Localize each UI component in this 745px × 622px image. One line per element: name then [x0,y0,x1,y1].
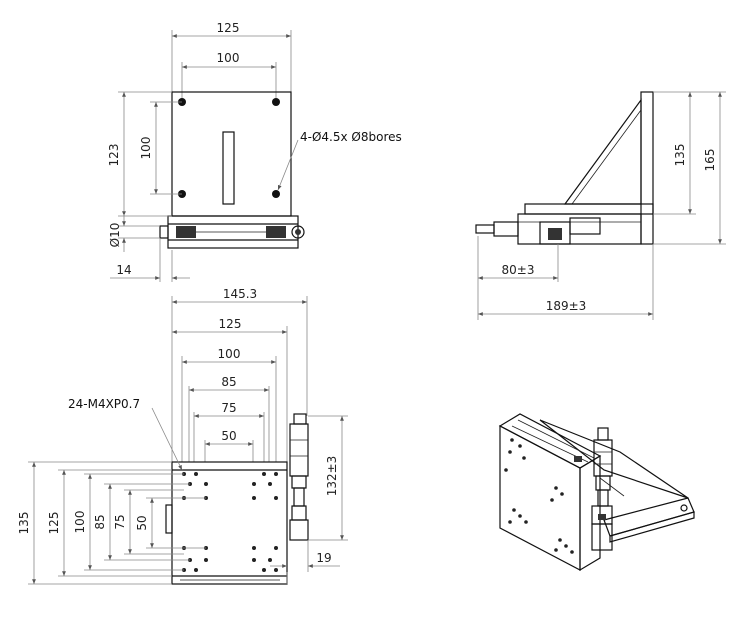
front-dim-125-vertical: 125 [47,512,61,535]
tapped-holes [182,472,278,572]
front-dim-50-vertical: 50 [135,515,149,530]
top-dim-100-vertical: 100 [139,137,153,160]
side-dim-189: 189±3 [546,299,587,313]
isometric-view [498,413,695,572]
front-dim-125: 125 [219,317,242,331]
front-dim-135-vertical: 135 [17,512,31,535]
side-dim-135: 135 [673,144,687,167]
side-dim-80: 80±3 [502,263,535,277]
side-view: 135 165 80±3 189±3 [475,91,726,320]
front-dim-85-vertical: 85 [93,514,107,529]
top-dim-14: 14 [116,263,131,277]
front-dim-50: 50 [221,429,236,443]
rail-block [176,226,196,238]
front-dim-85: 85 [221,375,236,389]
front-view: 145.3 125 100 85 75 50 [17,287,348,585]
side-dim-165: 165 [703,149,717,172]
top-view: 125 100 123 100 [107,21,402,282]
front-dim-75-vertical: 75 [113,514,127,529]
top-dim-125: 125 [217,21,240,35]
tapped-holes-note: 24-M4XP0.7 [68,397,140,411]
top-dim-100: 100 [217,51,240,65]
iso-holes [504,438,574,554]
front-dim-132: 132±3 [325,456,339,497]
top-dim-diameter-10: Ø10 [108,223,122,248]
front-dim-145-3: 145.3 [223,287,257,301]
front-dim-75: 75 [221,401,236,415]
rail-block [266,226,286,238]
bore-hole [272,98,280,106]
bore-hole [272,190,280,198]
top-dim-123: 123 [107,144,121,167]
front-dim-100-vertical: 100 [73,511,87,534]
front-dim-100: 100 [218,347,241,361]
front-dim-19: 19 [316,551,331,565]
bores-note: 4-Ø4.5x Ø8bores [300,130,402,144]
